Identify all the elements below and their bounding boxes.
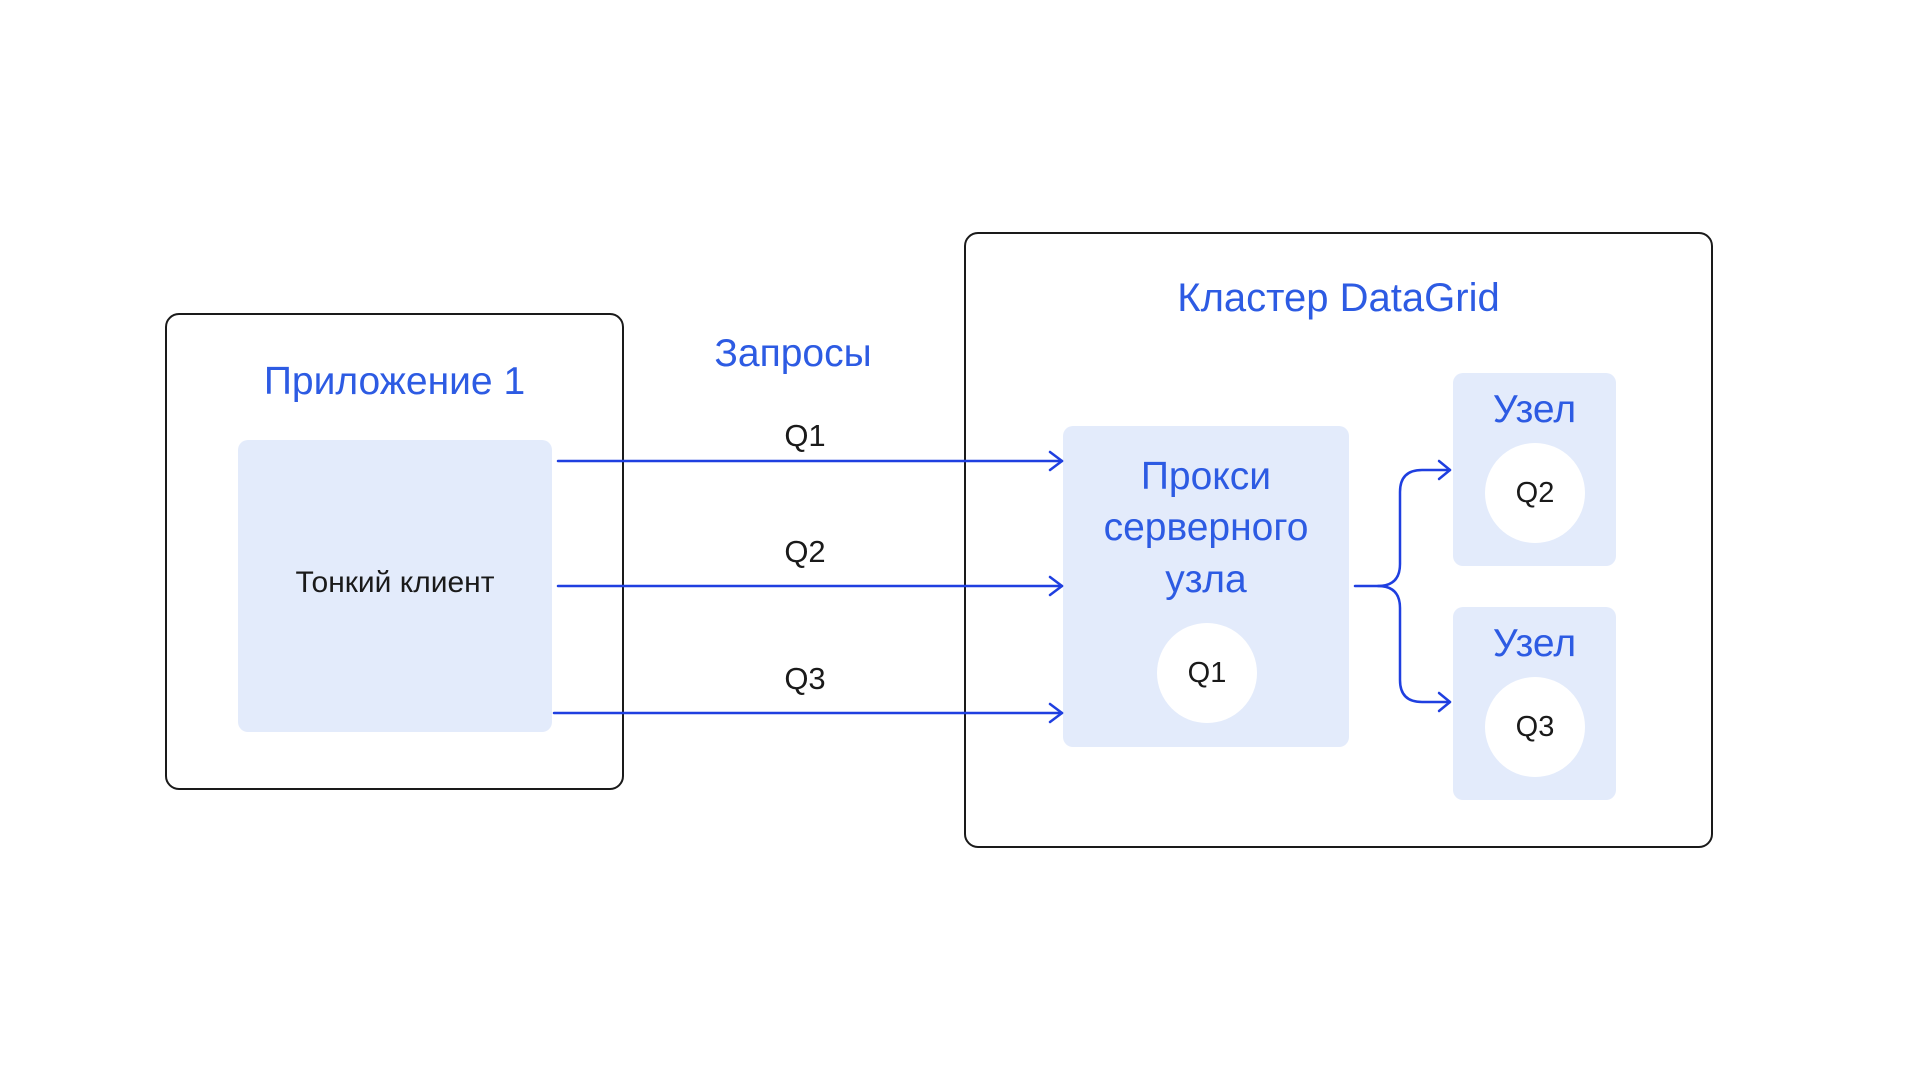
proxy-title-line-2: серверного	[1103, 506, 1309, 549]
cluster-title: Кластер DataGrid	[1177, 276, 1500, 320]
request-label-q2: Q2	[784, 534, 826, 569]
request-label-q1: Q1	[784, 418, 826, 453]
branch-arrow-node-2	[1376, 584, 1452, 704]
arrow-q3-head	[1048, 702, 1064, 724]
branch-arrow-node-1	[1353, 468, 1452, 588]
arrow-q2-head	[1048, 575, 1064, 597]
proxy-title-line-3: узла	[1165, 558, 1247, 601]
thin-client-label: Тонкий клиент	[295, 566, 495, 599]
arrow-q1-head	[1048, 450, 1064, 472]
branch-arrow-node-1-head	[1437, 459, 1452, 481]
node-query-circle-2: Q3	[1485, 677, 1585, 777]
node-query-circle-1: Q2	[1485, 443, 1585, 543]
branch-arrow-node-2-head	[1437, 691, 1452, 713]
proxy-title-line-1: Прокси	[1140, 455, 1272, 498]
node-title-2: Узел	[1492, 622, 1577, 665]
node-title-1: Узел	[1492, 388, 1577, 431]
proxy-query-circle: Q1	[1157, 623, 1257, 723]
request-label-q3: Q3	[784, 661, 826, 696]
thin-client-panel	[238, 440, 552, 732]
application-title: Приложение 1	[263, 360, 526, 403]
requests-title: Запросы	[714, 332, 872, 375]
